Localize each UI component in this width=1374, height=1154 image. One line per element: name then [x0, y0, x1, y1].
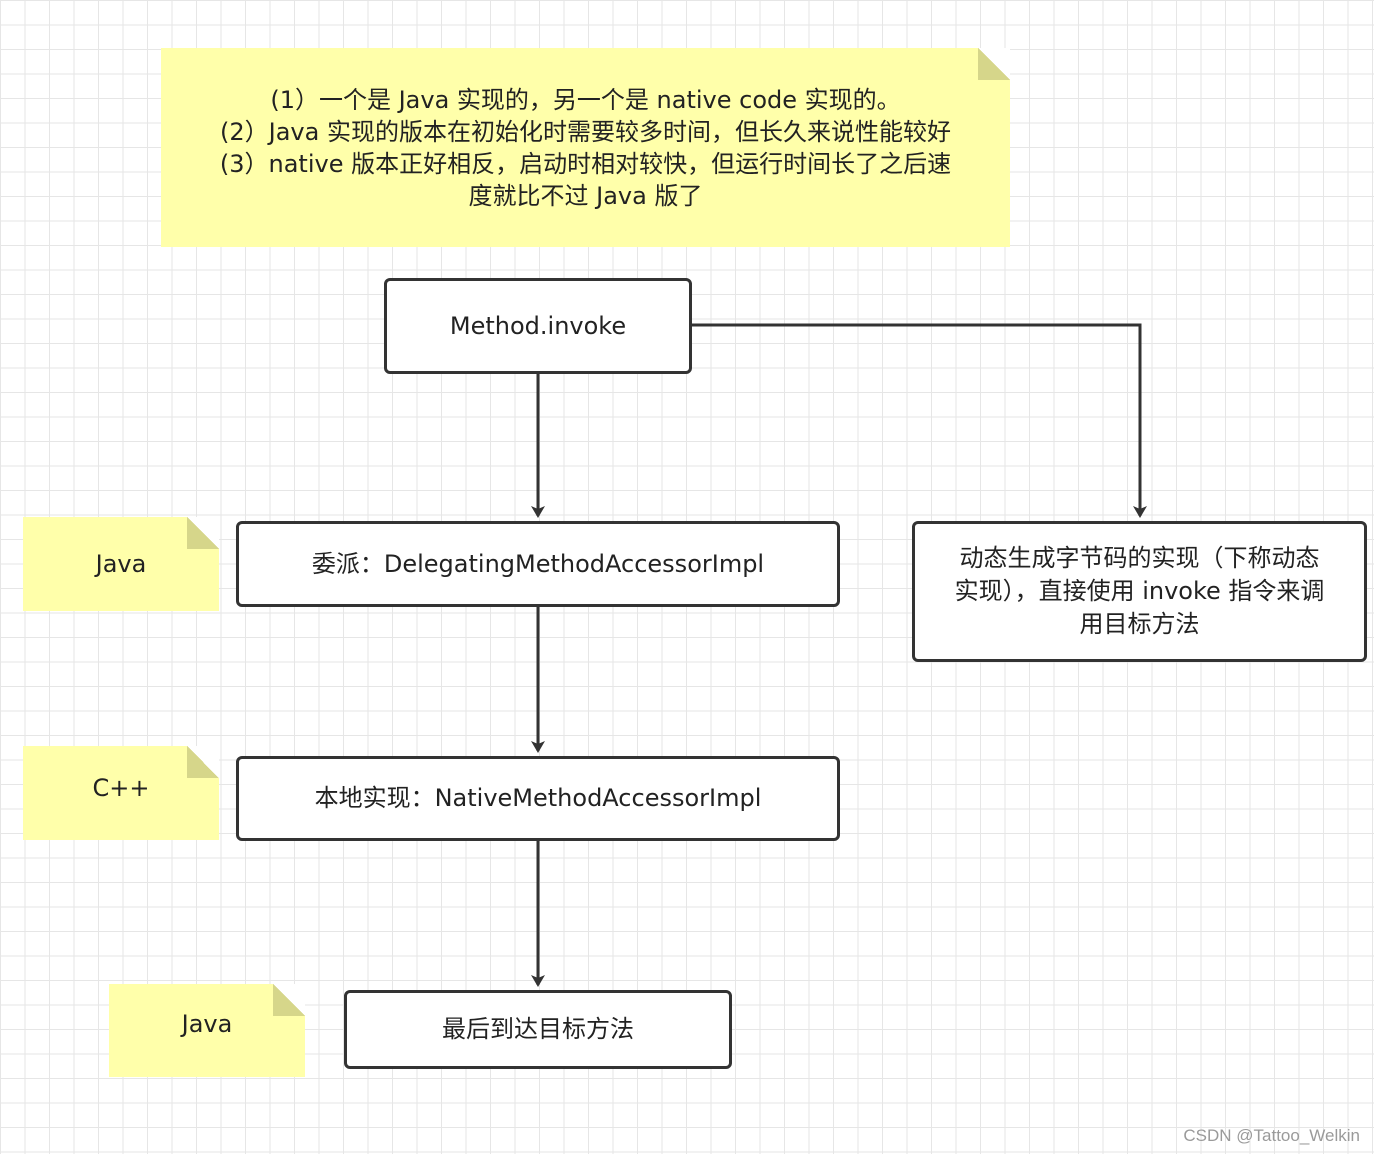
watermark: CSDN @Tattoo_Welkin — [1183, 1126, 1360, 1145]
edge-invoke-to-dynamic — [691, 323, 1147, 518]
node-label: 最后到达目标方法 — [442, 1015, 634, 1043]
note-java-target: Java — [109, 984, 305, 1077]
note-text: (1）一个是 Java 实现的，另一个是 native code 实现的。 (2… — [200, 84, 971, 212]
node-delegating-accessor[interactable]: 委派：DelegatingMethodAccessorImpl — [236, 521, 840, 607]
note-cpp-native: C++ — [23, 746, 219, 840]
note-implementation-comparison: (1）一个是 Java 实现的，另一个是 native code 实现的。 (2… — [161, 48, 1010, 247]
note-fold — [978, 48, 1010, 80]
node-label: 委派：DelegatingMethodAccessorImpl — [311, 549, 765, 578]
note-fold — [187, 517, 219, 549]
node-native-accessor[interactable]: 本地实现：NativeMethodAccessorImpl — [236, 756, 840, 841]
note-line-1: (1）一个是 Java 实现的，另一个是 native code 实现的。 — [270, 85, 901, 114]
node-method-invoke[interactable]: Method.invoke — [384, 278, 692, 374]
note-line-2: (2）Java 实现的版本在初始化时需要较多时间，但长久来说性能较好 — [220, 117, 951, 146]
dynamic-line-3: 用目标方法 — [1079, 610, 1200, 638]
dynamic-line-1: 动态生成字节码的实现（下称动态 — [959, 544, 1320, 572]
note-label: C++ — [92, 773, 150, 802]
note-label: Java — [181, 1010, 233, 1038]
note-label: Java — [95, 549, 147, 578]
dynamic-line-2: 实现），直接使用 invoke 指令来调 — [954, 577, 1325, 605]
node-target-method[interactable]: 最后到达目标方法 — [344, 990, 732, 1069]
node-dynamic-implementation[interactable]: 动态生成字节码的实现（下称动态 实现），直接使用 invoke 指令来调 用目标… — [912, 521, 1367, 662]
note-java-delegating: Java — [23, 517, 219, 611]
note-line-4: 度就比不过 Java 版了 — [468, 181, 703, 210]
node-label: 本地实现：NativeMethodAccessorImpl — [314, 784, 762, 812]
node-label: 动态生成字节码的实现（下称动态 实现），直接使用 invoke 指令来调 用目标… — [941, 542, 1339, 641]
note-fold — [187, 746, 219, 778]
note-fold — [273, 984, 305, 1016]
note-line-3: (3）native 版本正好相反，启动时相对较快，但运行时间长了之后速 — [219, 149, 952, 178]
node-label: Method.invoke — [449, 311, 627, 340]
